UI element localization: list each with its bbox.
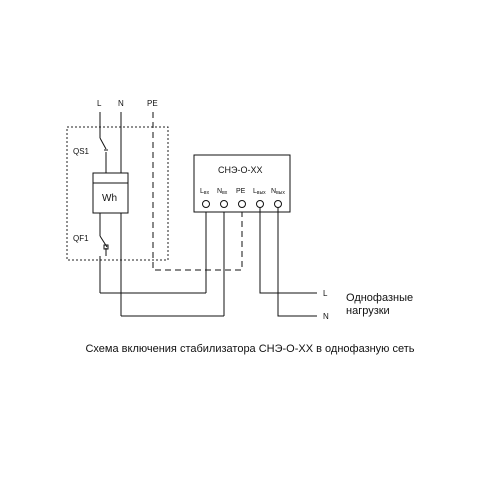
n-conductor (120, 112, 225, 317)
stabilizer-title: СНЭ-О-ХХ (218, 165, 262, 175)
load-label-line2: нагрузки (346, 305, 390, 317)
supply-n-label: N (118, 99, 124, 108)
terminal-label-n-out: Nвых (271, 188, 285, 196)
qs1-switch-blade (99, 137, 107, 150)
output-l-conductor (259, 207, 317, 294)
terminal-label-l-in: Lвх (200, 188, 210, 196)
terminal-l-out (256, 200, 264, 208)
qf1-release-mark (103, 244, 109, 250)
electricity-meter (92, 172, 129, 214)
supply-l-label: L (97, 99, 102, 108)
terminal-label-pe: PE (236, 188, 246, 195)
diagram-caption: Схема включения стабилизатора СНЭ-О-ХХ в… (85, 343, 415, 355)
distribution-panel-enclosure (66, 126, 169, 261)
terminal-n-out (274, 200, 282, 208)
output-l-label: L (323, 289, 328, 298)
supply-pe-label: PE (147, 99, 158, 108)
qf1-label: QF1 (73, 234, 89, 243)
pe-conductor (152, 112, 243, 271)
output-n-conductor (277, 207, 317, 317)
output-n-label: N (323, 312, 329, 321)
meter-label: Wh (102, 193, 117, 204)
load-label-line1: Однофазные (346, 292, 413, 304)
terminal-label-l-out: Lвых (253, 188, 266, 196)
terminal-pe (238, 200, 246, 208)
terminal-label-n-in: Nвх (217, 188, 228, 196)
terminal-n-in (220, 200, 228, 208)
terminal-l-in (202, 200, 210, 208)
qs1-label: QS1 (73, 147, 90, 156)
